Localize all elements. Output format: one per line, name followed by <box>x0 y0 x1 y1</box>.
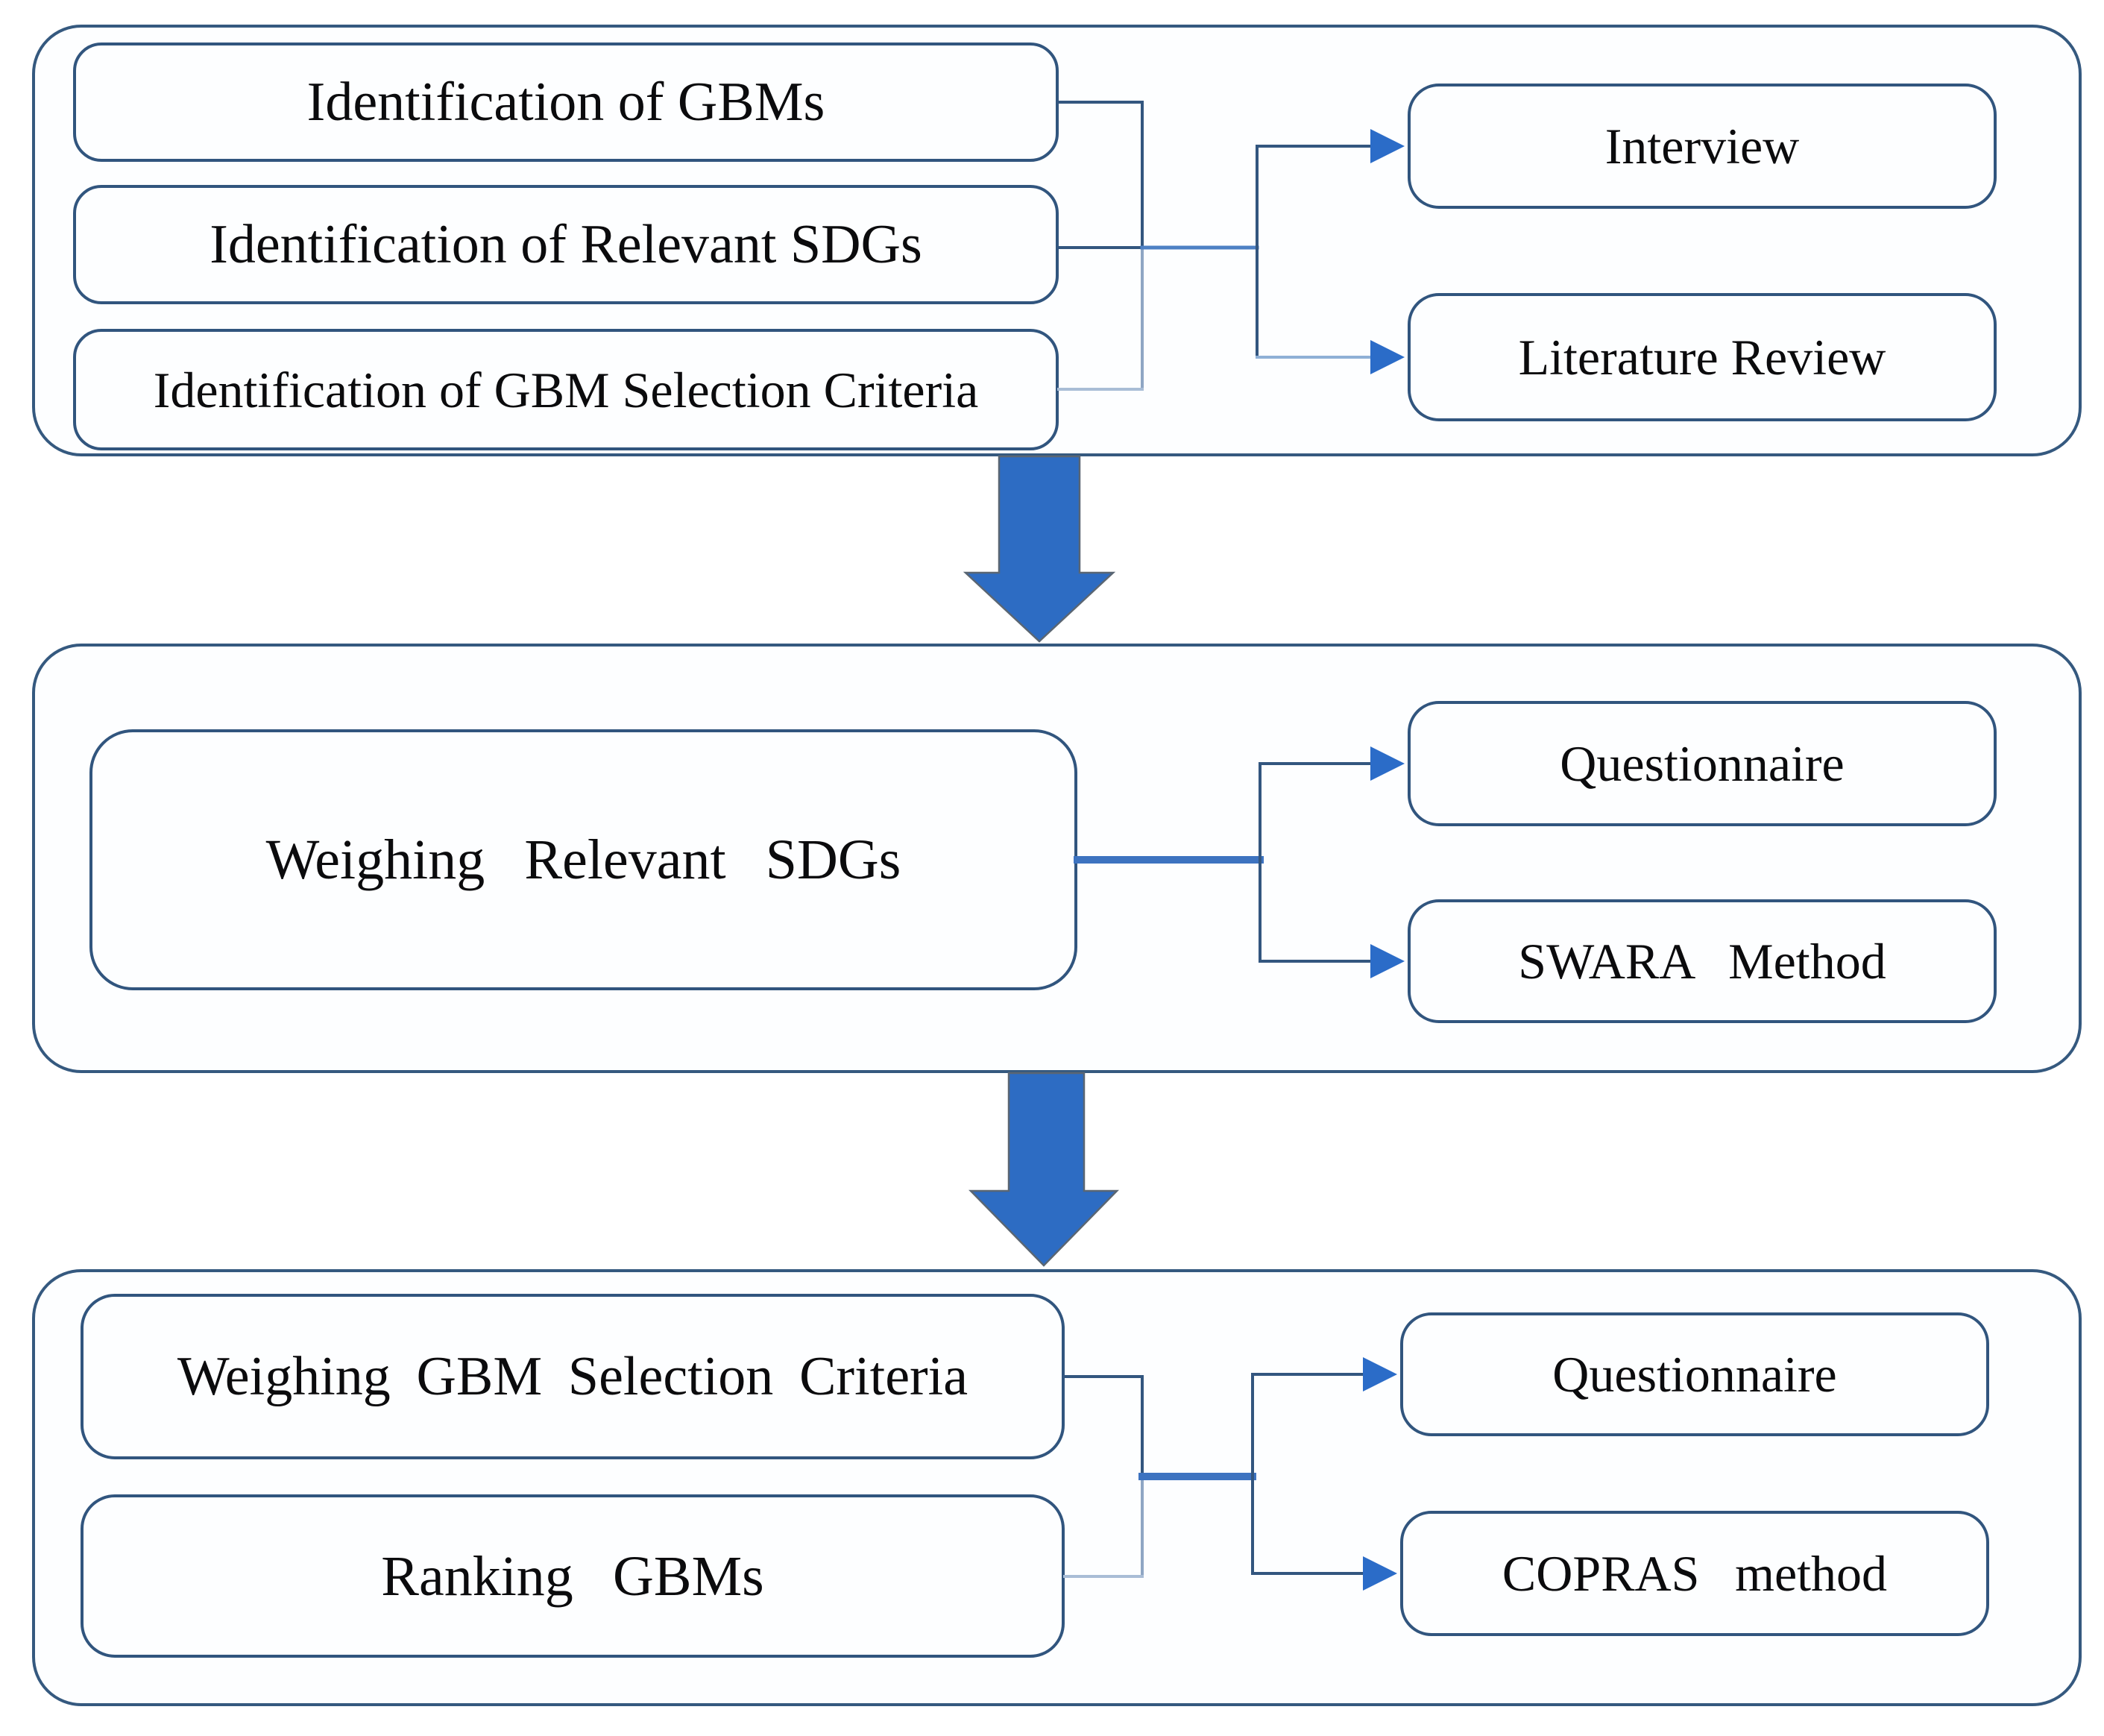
node-copras-method: COPRAS method <box>1400 1511 1989 1636</box>
node-questionnaire-1: Questionnaire <box>1408 701 1997 826</box>
node-weighing-gbm-selection-criteria: Weighing GBM Selection Criteria <box>81 1294 1065 1459</box>
node-identification-of-gbm-selection-criteria: Identification of GBM Selection Criteria <box>73 329 1059 450</box>
node-literature-review: Literature Review <box>1408 293 1997 421</box>
node-swara-method: SWARA Method <box>1408 899 1997 1023</box>
node-ranking-gbms: Ranking GBMs <box>81 1494 1065 1658</box>
node-interview: Interview <box>1408 84 1997 209</box>
flow-arrow-down-1 <box>963 455 1116 643</box>
node-identification-of-gbms: Identification of GBMs <box>73 43 1059 162</box>
flow-arrow-down-2 <box>968 1072 1119 1267</box>
node-questionnaire-2: Questionnaire <box>1400 1312 1989 1436</box>
node-weighing-relevant-sdgs: Weighing Relevant SDGs <box>89 729 1077 990</box>
node-identification-of-relevant-sdgs: Identification of Relevant SDGs <box>73 185 1059 304</box>
